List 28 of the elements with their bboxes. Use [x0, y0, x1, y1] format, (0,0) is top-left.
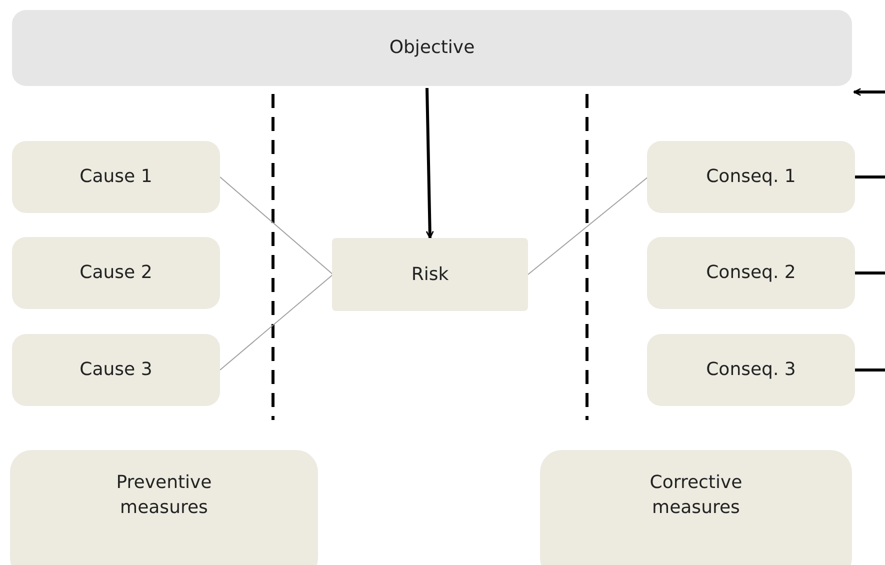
connector-line: [220, 274, 334, 370]
node-label: Risk: [411, 262, 449, 287]
connector-line: [855, 368, 885, 372]
node-label: Cause 3: [80, 358, 152, 382]
cause-box: [12, 237, 220, 309]
node-label: Conseq. 1: [706, 165, 796, 190]
node-label: Cause 1: [80, 165, 152, 190]
arrow: [426, 88, 434, 239]
node-label: Cause 2: [80, 261, 152, 286]
node-label: Conseq. 3: [706, 358, 796, 382]
connector-line: [855, 176, 885, 178]
arrow: [853, 88, 885, 96]
cause-box: [12, 141, 220, 213]
measures-box: [540, 450, 852, 565]
measures-box: [10, 450, 318, 565]
node-label: Preventive measures: [115, 471, 213, 520]
cause-box: [12, 334, 220, 406]
connector-line: [220, 176, 334, 275]
consequence-box: [647, 141, 855, 213]
node-label: Corrective measures: [648, 471, 744, 520]
connector-line: [855, 272, 885, 274]
node-label: Objective: [389, 36, 475, 60]
objective-box: [12, 10, 852, 86]
risk-box: [332, 238, 528, 311]
consequence-box: [647, 237, 855, 309]
consequence-box: [647, 334, 855, 406]
node-label: Conseq. 2: [706, 261, 796, 286]
connector-line: [528, 176, 648, 275]
